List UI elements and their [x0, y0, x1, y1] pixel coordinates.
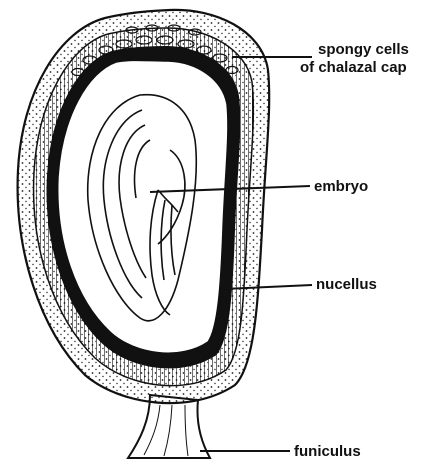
funiculus-stalk — [128, 395, 210, 458]
label-chalazal-line2: of chalazal cap — [300, 59, 407, 76]
label-nucellus: nucellus — [316, 276, 377, 293]
label-embryo: embryo — [314, 178, 368, 195]
label-funiculus: funiculus — [294, 443, 361, 459]
label-chalazal-line1: spongy cells — [318, 41, 409, 58]
